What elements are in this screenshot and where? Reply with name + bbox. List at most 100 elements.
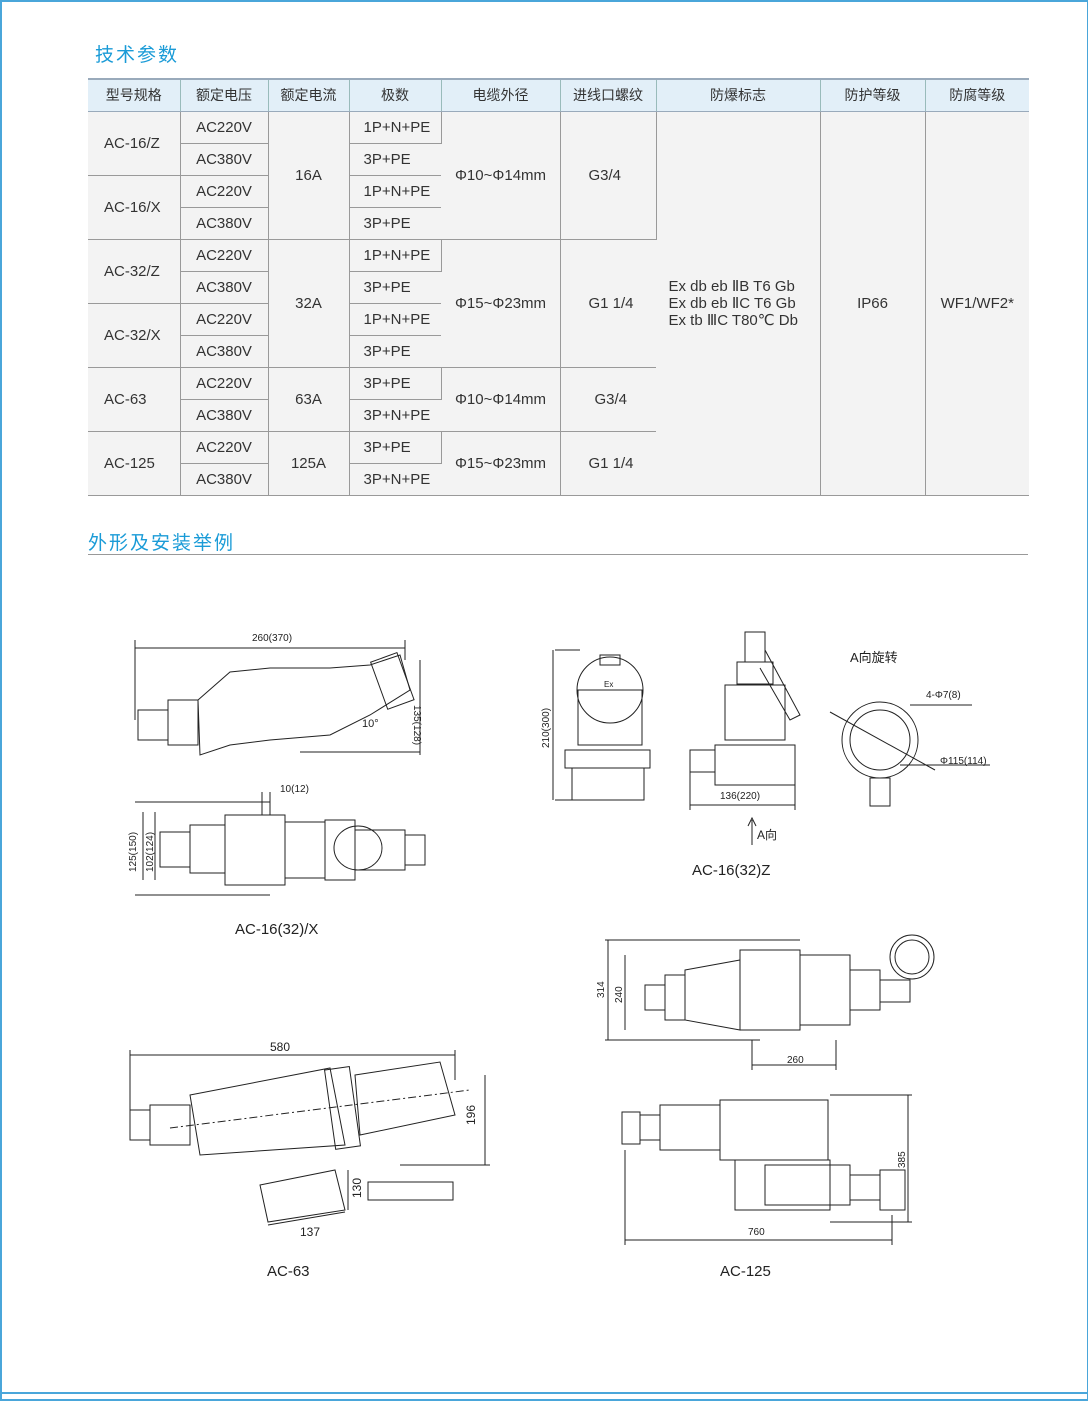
voltage-cell: AC380V	[180, 463, 269, 496]
dim-label: 210(300)	[541, 707, 552, 748]
current-cell: 16A	[268, 111, 350, 240]
table-row: AC-63 AC220V 63A 3P+PE Φ10~Φ14mm G3/4	[88, 367, 1029, 432]
poles-cell: 3P+N+PE	[349, 399, 441, 432]
dim-label: 125(150)	[128, 831, 139, 872]
cable-cell: Φ15~Φ23mm	[441, 239, 561, 368]
table-row: AC380V 3P+N+PE	[88, 399, 1029, 432]
voltage-cell: AC380V	[180, 399, 269, 432]
poles-cell: 1P+N+PE	[349, 175, 441, 208]
model-cell: AC-32/Z	[88, 239, 181, 304]
voltage-cell: AC380V	[180, 143, 269, 176]
caption-ac125: AC-125	[720, 1263, 771, 1280]
cable-cell: Φ10~Φ14mm	[441, 367, 561, 432]
drawing-ac16z-front	[552, 649, 651, 801]
dim-label: Φ115(114)	[940, 756, 987, 767]
voltage-cell: AC380V	[180, 207, 269, 240]
ip-cell: IP66	[820, 111, 926, 496]
dim-label: 137	[300, 1225, 321, 1239]
model-cell: AC-16/X	[88, 175, 181, 240]
ex-label: Ex	[604, 680, 614, 689]
drawing-ac125-side	[621, 1094, 912, 1245]
thread-cell: G3/4	[560, 111, 657, 240]
section-divider	[88, 554, 1028, 555]
section-title-specs: 技术参数	[95, 44, 180, 66]
thread-cell: G3/4	[560, 367, 656, 432]
thread-cell: G1 1/4	[560, 431, 656, 496]
col-header: 电缆外径	[441, 78, 561, 112]
voltage-cell: AC220V	[180, 431, 269, 464]
dim-label: 130	[350, 1177, 364, 1198]
model-cell: AC-125	[88, 431, 181, 496]
dim-label: 136(220)	[720, 791, 761, 802]
ex-mark: Ex tb ⅢC T80℃ Db	[668, 311, 798, 329]
table-row: AC380V 3P+N+PE	[88, 463, 1029, 496]
voltage-cell: AC220V	[180, 367, 269, 400]
voltage-cell: AC380V	[180, 271, 269, 304]
ex-mark: Ex db eb ⅡB T6 Gb	[668, 277, 795, 295]
col-header: 防护等级	[820, 78, 926, 112]
col-header: 进线口螺纹	[560, 78, 657, 112]
caption-ac16z: AC-16(32)Z	[692, 862, 771, 879]
poles-cell: 3P+PE	[349, 207, 441, 240]
drawing-ac63	[129, 1050, 490, 1226]
caption-ac63: AC-63	[267, 1263, 310, 1280]
caption-ac16x: AC-16(32)/X	[235, 921, 319, 938]
poles-cell: 1P+N+PE	[349, 303, 441, 336]
anticorrosion-cell: WF1/WF2*	[925, 111, 1029, 496]
ex-mark: Ex db eb ⅡC T6 Gb	[668, 294, 796, 312]
drawing-ac16z-a-view	[829, 701, 990, 807]
dim-label: 102(124)	[145, 831, 156, 872]
table-row: AC380V 3P+PE	[88, 335, 1029, 368]
col-header: 防爆标志	[656, 78, 821, 112]
thread-cell: G1 1/4	[560, 239, 656, 368]
voltage-cell: AC220V	[180, 175, 269, 208]
voltage-cell: AC220V	[180, 239, 269, 272]
dim-label: A向旋转	[850, 650, 898, 665]
col-header: 防腐等级	[925, 78, 1029, 112]
dim-label: 385	[897, 1151, 908, 1168]
dim-label: 196	[464, 1104, 478, 1125]
dim-label: 4-Φ7(8)	[926, 690, 961, 701]
cable-cell: Φ15~Φ23mm	[441, 431, 561, 496]
specs-table: 型号规格 额定电压 额定电流 极数 电缆外径 进线口螺纹 防爆标志 防护等级 防…	[88, 78, 1029, 496]
table-header: 型号规格 额定电压 额定电流 极数 电缆外径 进线口螺纹 防爆标志 防护等级 防…	[88, 78, 1029, 112]
voltage-cell: AC220V	[180, 111, 269, 144]
model-cell: AC-32/X	[88, 303, 181, 368]
poles-cell: 3P+PE	[349, 271, 441, 304]
drawing-ac125-top	[605, 934, 935, 1070]
dim-label: 260	[787, 1055, 804, 1066]
current-cell: 32A	[268, 239, 350, 368]
table-row: AC380V 3P+PE	[88, 271, 1029, 304]
dim-label: A向	[757, 828, 778, 842]
current-cell: 125A	[268, 431, 350, 496]
poles-cell: 3P+PE	[349, 367, 442, 400]
voltage-cell: AC380V	[180, 335, 269, 368]
col-header: 额定电压	[180, 78, 269, 112]
drawing-ac16z-side	[689, 631, 801, 845]
model-cell: AC-16/Z	[88, 111, 181, 176]
col-header: 极数	[349, 78, 442, 112]
dim-label: 10(12)	[280, 784, 309, 795]
dim-label: 10°	[362, 718, 379, 730]
drawing-ac16x-side	[134, 640, 421, 756]
table-row: AC-32/Z AC220V 32A 1P+N+PE Φ15~Φ23mm G1 …	[88, 239, 1029, 368]
current-cell: 63A	[268, 367, 350, 432]
poles-cell: 3P+PE	[349, 335, 441, 368]
voltage-cell: AC220V	[180, 303, 269, 336]
dim-label: 240	[614, 986, 625, 1003]
drawing-ac16x-top	[135, 792, 426, 896]
cable-cell: Φ10~Φ14mm	[441, 111, 561, 240]
dim-label: 260(370)	[252, 633, 293, 644]
table-row: AC-125 AC220V 125A 3P+PE Φ15~Φ23mm G1 1/…	[88, 431, 1029, 496]
poles-cell: 3P+PE	[349, 143, 441, 176]
poles-cell: 3P+N+PE	[349, 463, 441, 496]
dim-label: 580	[270, 1040, 291, 1054]
dim-label: 135(128)	[411, 705, 422, 746]
table-row: AC380V 3P+PE	[88, 143, 1029, 176]
table-row: AC-16/X AC220V 1P+N+PE	[88, 175, 1029, 240]
section-title-outline: 外形及安装举例	[88, 532, 236, 554]
table-row: AC380V 3P+PE	[88, 207, 1029, 240]
